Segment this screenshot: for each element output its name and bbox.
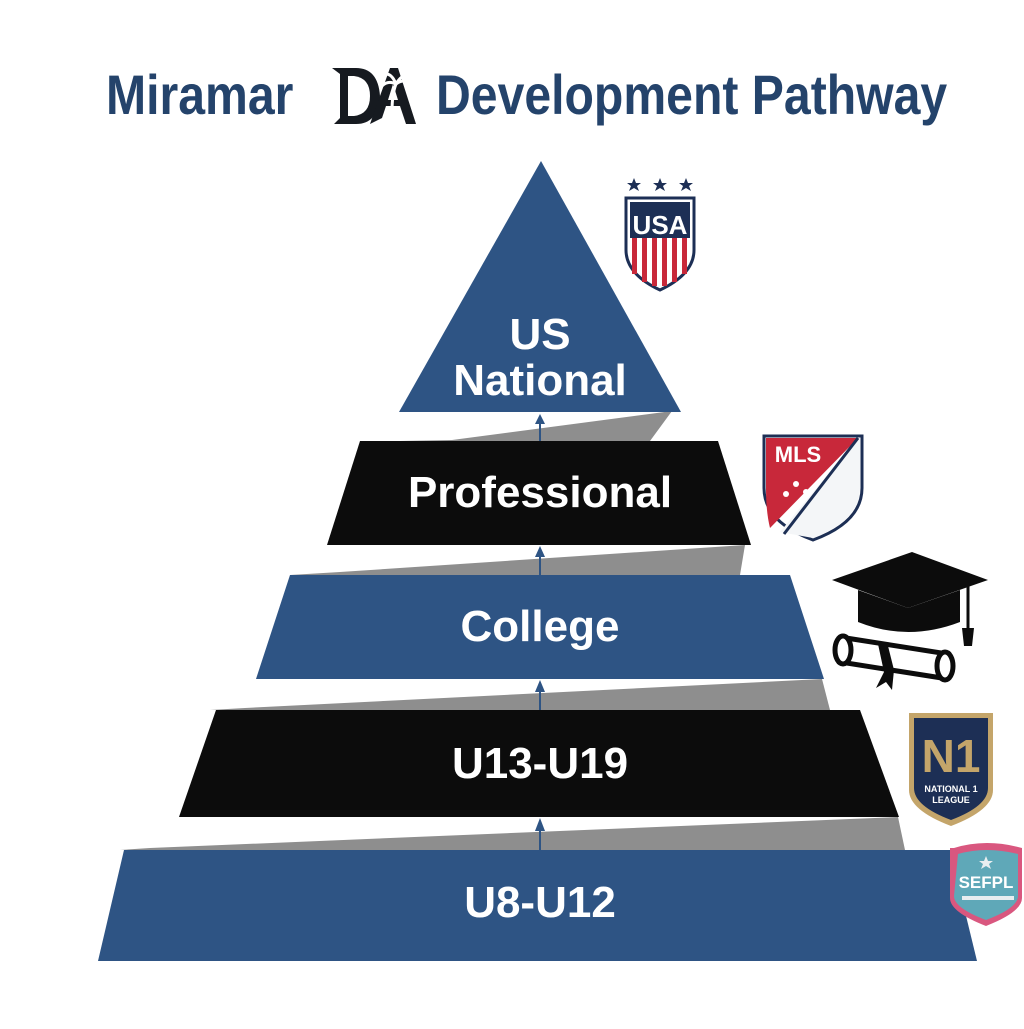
arrow-up-icon [535,680,545,710]
connector-band [290,545,745,575]
arrow-up-icon [535,546,545,575]
connector-band [400,411,672,441]
club-logo [332,68,416,124]
svg-text:SEFPL: SEFPL [959,873,1014,892]
tier-us-national [399,161,681,412]
title-row: Miramar Development Pathway [0,60,1024,135]
arrow-up-icon [535,414,545,441]
svg-text:NATIONAL 1: NATIONAL 1 [924,784,977,794]
connector-band [120,817,905,850]
tier-u8-u12 [98,850,977,961]
title-development-pathway: Development Pathway [436,63,948,126]
mls-crest-icon: MLS [762,434,864,542]
tier-label-professional: Professional [407,468,673,517]
tier-label-u13-u19: U13-U19 [451,739,629,788]
svg-text:N1: N1 [922,730,981,782]
usa-crest-icon: USA [624,178,696,292]
tier-professional [327,441,751,545]
sefpl-crest-icon: SEFPL [950,843,1022,926]
title-miramar: Miramar [106,63,294,126]
tier-u13-u19 [179,710,899,817]
arrow-up-icon [535,818,545,850]
tier-label-college: College [460,602,620,651]
tier-college [256,575,824,679]
graduation-cap-diploma-icon [832,552,988,690]
connector-band [210,679,830,710]
tier-label-us: US [509,310,571,359]
svg-text:MLS: MLS [775,442,821,467]
tier-label-national: National [453,356,627,405]
svg-text:LEAGUE: LEAGUE [932,795,970,805]
svg-text:USA: USA [633,210,688,240]
tier-label-u8-u12: U8-U12 [464,878,616,927]
national-league-crest-icon: N1 NATIONAL 1 LEAGUE [909,713,993,826]
